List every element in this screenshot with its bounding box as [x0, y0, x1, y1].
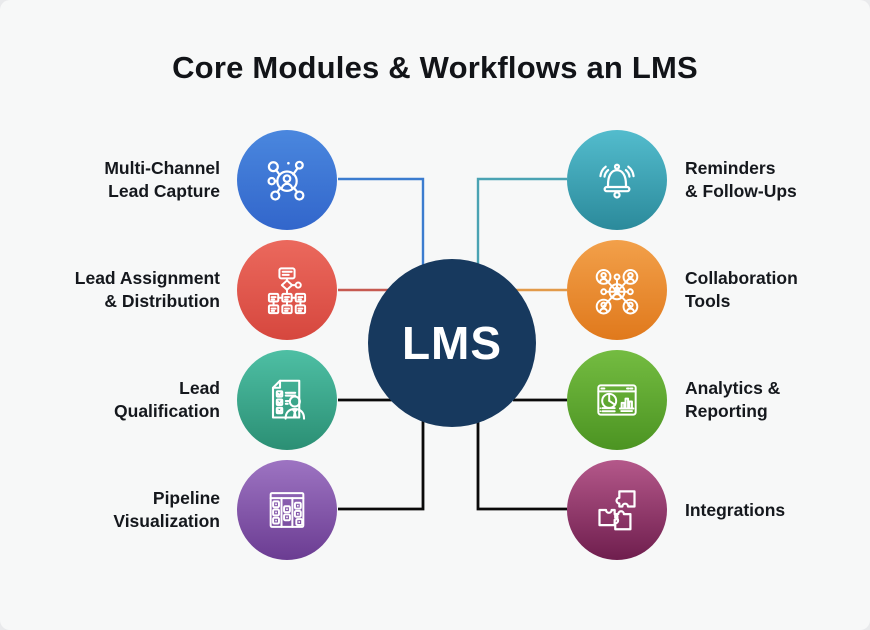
module-label-line: Collaboration	[685, 268, 798, 288]
module-circle-pipeline-visualization	[237, 460, 337, 560]
page-title: Core Modules & Workflows an LMS	[172, 50, 698, 85]
document-person-icon	[271, 379, 306, 420]
module-circle-integrations	[567, 460, 667, 560]
connector-integrations	[476, 420, 567, 511]
module-label-line: & Follow-Ups	[685, 181, 797, 201]
module-label-collaboration-tools: Collaboration Tools	[685, 240, 865, 340]
module-label-pipeline-visualization: Pipeline Visualization	[24, 460, 220, 560]
lms-circle: LMS	[368, 259, 536, 427]
network-hub-icon	[267, 160, 305, 201]
connector-multi-channel-lead-capture	[338, 177, 425, 266]
module-circle-collaboration-tools	[567, 240, 667, 340]
module-label-line: Pipeline	[152, 488, 220, 508]
module-label-analytics-reporting: Analytics & Reporting	[685, 350, 865, 450]
flowchart-icon	[267, 267, 307, 315]
puzzle-icon	[598, 490, 636, 531]
module-label-line: Qualification	[114, 401, 220, 421]
module-label-lead-assignment-distribution: Lead Assignment & Distribution	[24, 240, 220, 340]
module-label-line: Reporting	[685, 401, 768, 421]
module-label-line: & Distribution	[104, 291, 220, 311]
module-label-line: Analytics &	[685, 378, 781, 398]
module-label-line: Lead	[179, 378, 220, 398]
module-circle-lead-qualification	[237, 350, 337, 450]
module-label-line: Lead Capture	[108, 181, 220, 201]
module-label-lead-qualification: Lead Qualification	[24, 350, 220, 450]
module-label-line: Visualization	[113, 511, 220, 531]
module-label-reminders-follow-ups: Reminders & Follow-Ups	[685, 130, 865, 230]
module-circle-reminders-follow-ups	[567, 130, 667, 230]
module-label-multi-channel-lead-capture: Multi-Channel Lead Capture	[24, 130, 220, 230]
connector-pipeline-visualization	[338, 420, 425, 511]
lms-label: LMS	[401, 317, 503, 369]
kanban-board-icon	[269, 492, 305, 528]
module-circle-multi-channel-lead-capture	[237, 130, 337, 230]
module-label-integrations: Integrations	[685, 460, 865, 560]
module-circle-analytics-reporting	[567, 350, 667, 450]
module-circle-lead-assignment-distribution	[237, 240, 337, 340]
connector-reminders-follow-ups	[476, 177, 567, 266]
module-label-line: Lead Assignment	[74, 268, 220, 288]
bell-icon	[599, 163, 635, 199]
module-label-line: Tools	[685, 291, 731, 311]
module-label-line: Integrations	[685, 499, 786, 520]
dashboard-charts-icon	[597, 384, 637, 416]
people-network-icon	[595, 269, 639, 315]
module-label-line: Multi-Channel	[104, 158, 220, 178]
module-label-line: Reminders	[685, 158, 776, 178]
